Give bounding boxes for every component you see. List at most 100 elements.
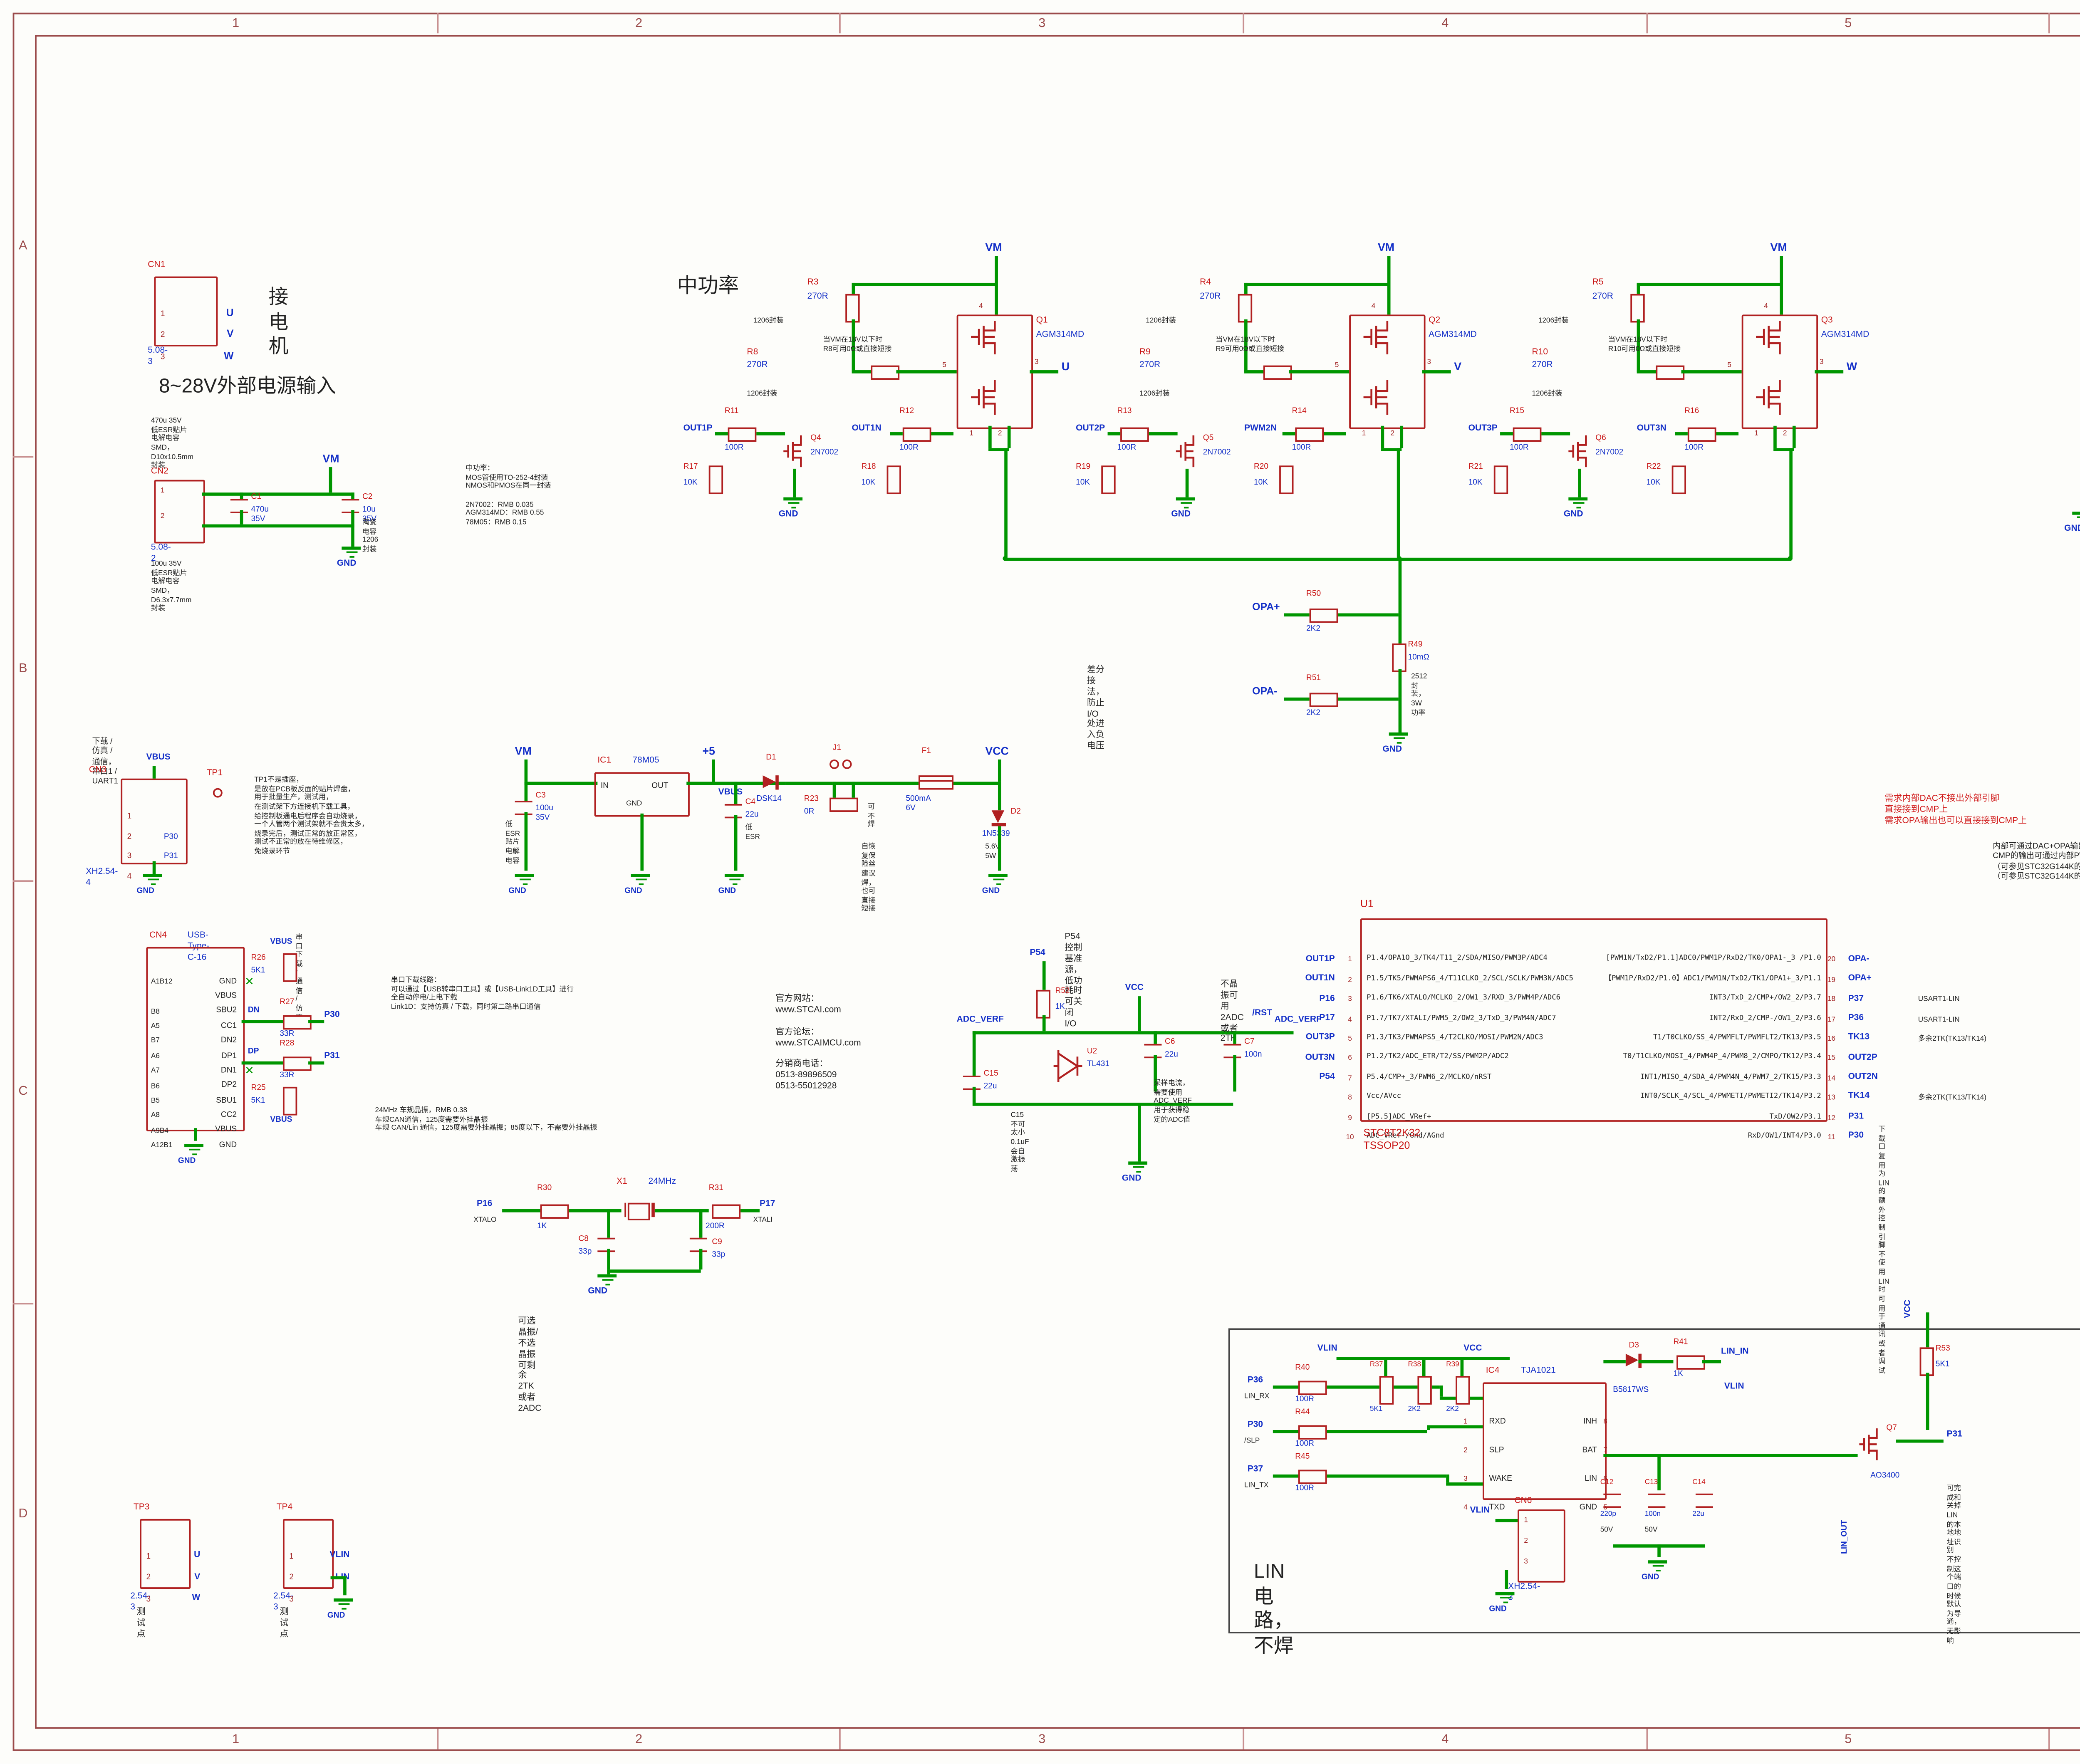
designator[interactable]: R40 [1295,1363,1310,1373]
designator[interactable]: Q5 [1203,433,1214,443]
net-label[interactable]: GND [778,510,798,520]
designator[interactable]: R28 [280,1039,295,1049]
net-label[interactable]: U [1061,362,1070,374]
designator[interactable]: R27 [280,997,295,1007]
diode-symbol[interactable] [1625,1353,1641,1368]
net-label[interactable]: OUT1P [683,424,713,434]
designator[interactable]: R20 [1253,462,1269,472]
resistor-body[interactable] [871,365,900,380]
capacitor-body[interactable] [342,499,359,513]
resistor-body[interactable] [1309,609,1338,623]
connector-body[interactable] [154,276,218,346]
value[interactable]: 200R [706,1222,725,1232]
resistor-body[interactable] [1513,427,1542,442]
net-label[interactable]: GND [337,559,357,569]
net-label[interactable]: OPA- [1848,954,1870,964]
net-label[interactable]: P30 [1848,1131,1864,1141]
designator[interactable]: CN2 [151,467,168,477]
value[interactable]: 5K1 [251,966,265,976]
net-label[interactable]: VCC [985,747,1009,758]
designator[interactable]: R18 [861,462,876,472]
designator[interactable]: C14 [1692,1477,1706,1486]
value[interactable]: USB-Type-C-16 [187,931,210,962]
resistor-body[interactable] [1417,1376,1432,1405]
capacitor-body[interactable] [689,1237,707,1252]
value[interactable]: 22u [983,1082,997,1092]
designator[interactable]: U1 [1360,899,1374,910]
designator[interactable]: R31 [708,1183,723,1193]
value[interactable]: 220p [1600,1509,1616,1518]
resistor-body[interactable] [712,1204,741,1219]
value[interactable]: 500mA 6V [906,794,931,814]
net-label[interactable]: GND [327,1611,345,1621]
value[interactable]: 33p [578,1247,592,1257]
resistor-body[interactable] [1392,643,1406,672]
net-label[interactable]: P17 [1319,1013,1335,1023]
designator[interactable]: C15 [983,1069,998,1079]
value[interactable]: 270R [1139,361,1161,371]
resistor-body[interactable] [282,1015,312,1030]
net-label[interactable]: OUT3P [1468,424,1498,434]
designator[interactable]: R5 [1592,278,1604,288]
net-label[interactable]: VLIN [329,1551,350,1561]
designator[interactable]: C7 [1244,1037,1255,1047]
capacitor-body[interactable] [1695,1493,1713,1508]
net-label[interactable]: GND [1563,510,1583,520]
net-label[interactable]: GND [982,886,1000,896]
net-label[interactable]: OUT1P [1305,954,1335,964]
designator[interactable]: Q7 [1886,1423,1897,1433]
value[interactable]: TL431 [1087,1059,1110,1069]
value[interactable]: TJA1021 [1520,1366,1556,1376]
value[interactable]: 10K [1646,478,1661,488]
resistor-body[interactable] [845,294,860,323]
net-label[interactable]: LIN_IN [1721,1347,1749,1357]
capacitor-body[interactable] [230,499,248,513]
designator[interactable]: R51 [1306,673,1321,683]
resistor-body[interactable] [1263,365,1292,380]
net-label[interactable]: P16 [477,1200,493,1210]
designator[interactable]: R41 [1673,1338,1688,1348]
designator[interactable]: C1 [251,492,262,502]
value[interactable]: 33R [280,1071,295,1081]
designator[interactable]: R49 [1408,640,1423,650]
designator[interactable]: Q1 [1036,316,1048,326]
resistor-body[interactable] [1379,1376,1394,1405]
designator[interactable]: R23 [804,794,819,804]
value[interactable]: 2N7002 [1595,448,1624,458]
capacitor-body[interactable] [1144,1044,1162,1059]
nmos-symbol[interactable] [1858,1424,1883,1465]
designator[interactable]: Q6 [1595,433,1606,443]
resistor-body[interactable] [1298,1425,1327,1440]
resistor-body[interactable] [1309,693,1338,707]
value[interactable]: 100R [1295,1395,1314,1405]
net-label[interactable]: VM [985,243,1002,255]
designator[interactable]: Q2 [1429,316,1441,326]
designator[interactable]: C9 [712,1237,722,1247]
designator[interactable]: IC4 [1486,1366,1500,1376]
value[interactable]: 10K [1253,478,1268,488]
resistor-body[interactable] [282,1056,312,1071]
designator[interactable]: R4 [1200,278,1211,288]
designator[interactable]: X1 [617,1177,627,1187]
capacitor-body[interactable] [963,1076,981,1090]
net-label[interactable]: VCC [1463,1344,1482,1354]
designator[interactable]: C13 [1644,1477,1658,1486]
designator[interactable]: D3 [1629,1341,1639,1351]
designator[interactable]: C12 [1600,1477,1614,1486]
package-label[interactable]: 5.08-3 [148,346,168,367]
connector-body[interactable] [154,480,205,544]
designator[interactable]: R53 [1935,1344,1950,1354]
net-label[interactable]: P30 [324,1010,340,1020]
designator[interactable]: R11 [724,406,739,416]
designator[interactable]: C3 [535,791,546,801]
resistor-body[interactable] [1919,1347,1934,1376]
net-label[interactable]: P31 [1848,1112,1864,1122]
package-label[interactable]: 5.08-2 [151,543,171,564]
value[interactable]: 100R [1510,443,1529,453]
value[interactable]: AO3400 [1870,1471,1900,1481]
resistor-body[interactable] [1298,1470,1327,1484]
designator[interactable]: R15 [1510,406,1525,416]
resistor-body[interactable] [1295,427,1324,442]
designator[interactable]: R38 [1408,1360,1421,1368]
capacitor-body[interactable] [515,801,532,815]
